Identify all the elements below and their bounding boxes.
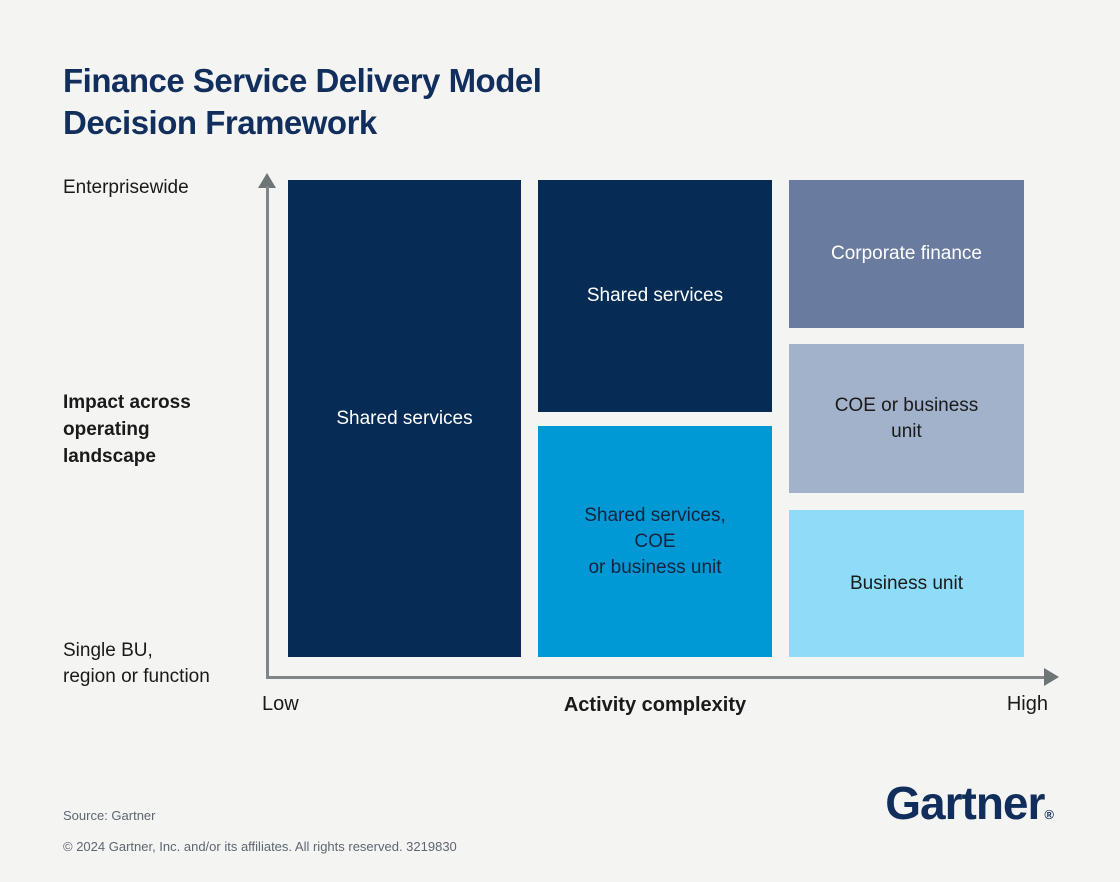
x-axis-high-label: High: [1006, 693, 1048, 715]
footer-copyright: © 2024 Gartner, Inc. and/or its affiliat…: [63, 838, 457, 854]
matrix-box-shared-services-low-complexity: Shared services: [288, 180, 521, 657]
x-axis-title: Activity complexity: [563, 694, 747, 716]
x-axis-arrowhead-icon: [1044, 668, 1059, 686]
matrix-box-shared-services-coe-or-business-unit: Shared services, COE or business unit: [538, 426, 772, 657]
y-axis-top-label: Enterprisewide: [63, 177, 189, 198]
matrix-box-shared-services-high-impact: Shared services: [538, 180, 772, 412]
y-axis-bottom-label: Single BU, region or function: [63, 640, 210, 687]
y-axis-arrowhead-icon: [258, 173, 276, 188]
gartner-logo-text: Gartner: [885, 777, 1045, 829]
gartner-logo: Gartner®: [885, 776, 1054, 830]
y-axis-line: [266, 186, 269, 679]
matrix-box-business-unit: Business unit: [789, 510, 1024, 657]
registered-trademark-icon: ®: [1044, 807, 1054, 822]
x-axis-line: [266, 676, 1046, 679]
matrix-box-corporate-finance: Corporate finance: [789, 180, 1024, 328]
footer-source-and-copyright: Source: Gartner © 2024 Gartner, Inc. and…: [63, 792, 457, 854]
matrix-box-coe-or-business-unit: COE or business unit: [789, 344, 1024, 493]
y-axis-title: Impact across operating landscape: [63, 392, 191, 467]
footer-source: Source: Gartner: [63, 807, 156, 823]
x-axis-low-label: Low: [262, 693, 299, 715]
page-title: Finance Service Delivery Model Decision …: [63, 62, 542, 141]
